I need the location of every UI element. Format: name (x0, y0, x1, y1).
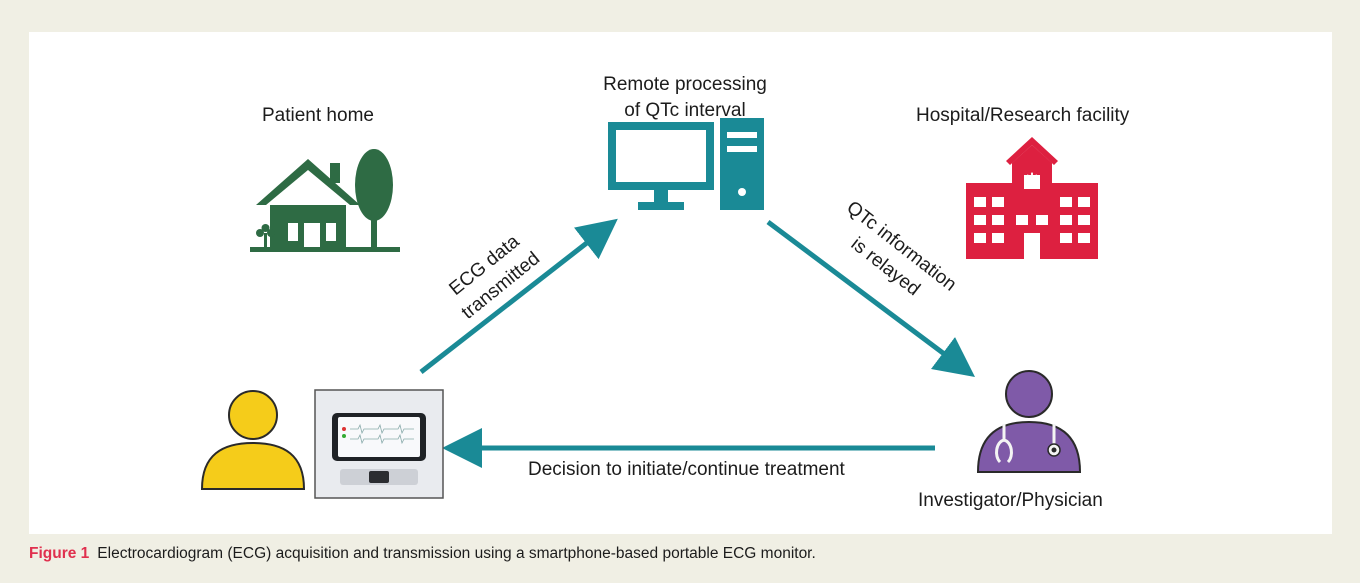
hospital-label: Hospital/Research facility (916, 105, 1130, 126)
hospital-icon: * (966, 137, 1098, 259)
decision-label: Decision to initiate/continue treatment (528, 459, 845, 480)
ecg-device-icon (314, 389, 444, 499)
physician-icon (976, 370, 1082, 473)
remote-processing-label: Remote processing of QTc interval (560, 72, 810, 124)
patient-home-label: Patient home (262, 105, 374, 126)
arrow-qtc-relayed (766, 219, 976, 377)
patient-icon (200, 390, 306, 490)
figure-caption: Figure 1 Electrocardiogram (ECG) acquisit… (29, 545, 816, 563)
figure-number: Figure 1 (29, 545, 90, 562)
house-icon (250, 149, 400, 252)
computer-icon (608, 118, 764, 210)
svg-text:*: * (1026, 170, 1038, 195)
caption-text: Electrocardiogram (ECG) acquisition and … (97, 545, 816, 562)
remote-label-line2: of QTc interval (624, 100, 746, 121)
physician-label: Investigator/Physician (918, 490, 1103, 511)
remote-label-line1: Remote processing (603, 74, 767, 95)
arrow-ecg-transmitted (419, 218, 618, 374)
